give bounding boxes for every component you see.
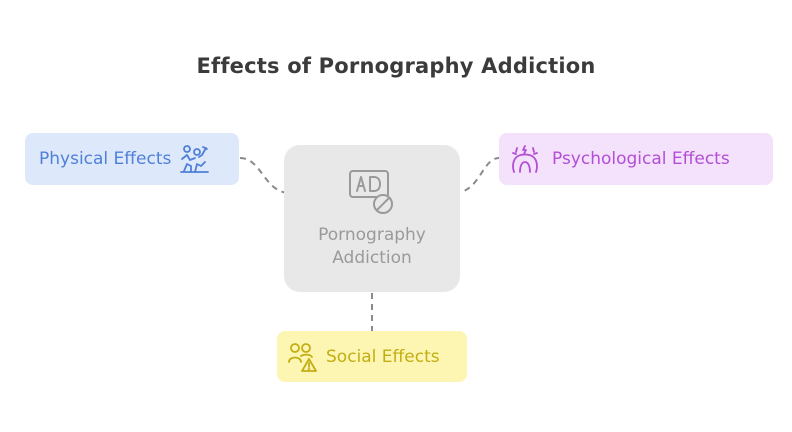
ad-blocked-icon xyxy=(349,170,393,214)
social-effects-node[interactable]: Social Effects xyxy=(277,331,467,382)
exercise-people-icon xyxy=(180,145,210,173)
connector-psychological xyxy=(453,157,500,194)
social-effects-label: Social Effects xyxy=(326,346,440,367)
center-node: Pornography Addiction xyxy=(284,145,460,292)
people-warning-icon xyxy=(288,342,317,372)
psychological-effects-label: Psychological Effects xyxy=(552,149,730,169)
head-stress-icon xyxy=(512,145,538,173)
center-label-line1: Pornography xyxy=(318,225,426,245)
diagram-title: Effects of Pornography Addiction xyxy=(196,54,596,78)
center-label-line2: Addiction xyxy=(332,248,412,268)
connector-physical xyxy=(239,157,291,194)
psychological-effects-node[interactable]: Psychological Effects xyxy=(499,133,773,185)
physical-effects-node[interactable]: Physical Effects xyxy=(25,133,239,185)
physical-effects-label: Physical Effects xyxy=(39,149,172,169)
